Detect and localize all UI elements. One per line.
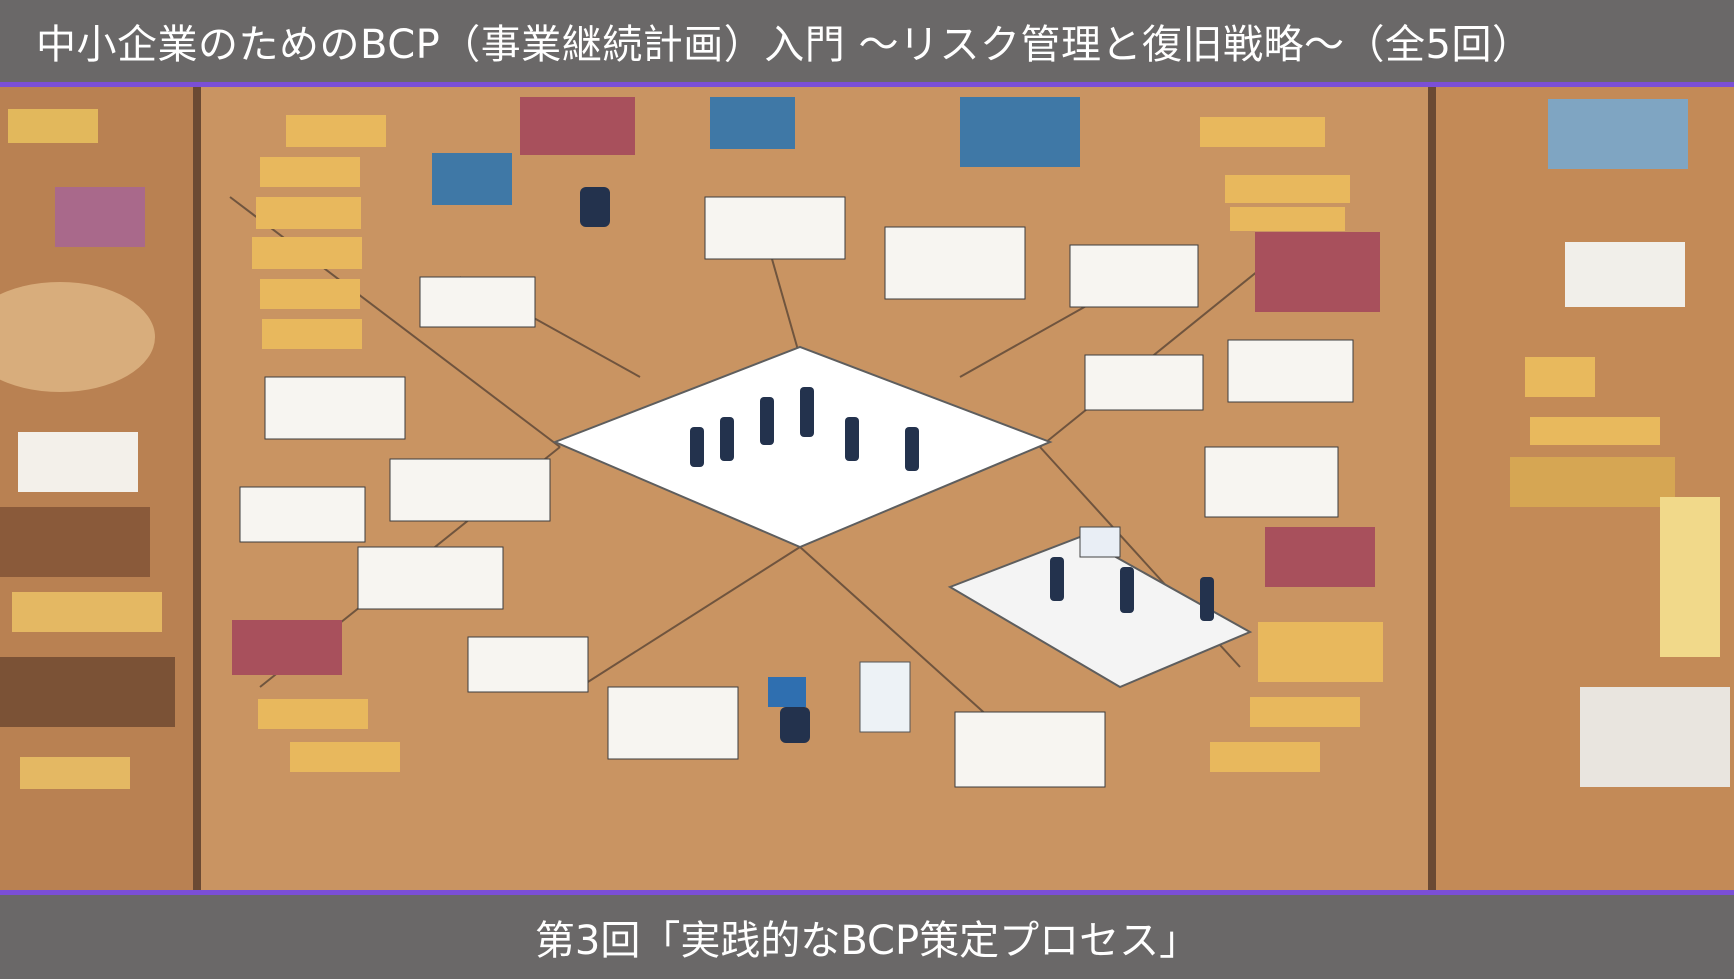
bcp-process-illustration (0, 87, 1734, 890)
header-bar: 中小企業のためのBCP（事業継続計画）入門 ～リスク管理と復旧戦略～（全5回） (0, 0, 1734, 87)
footer-bar: 第3回「実践的なBCP策定プロセス」 (0, 890, 1734, 979)
page-title: 中小企業のためのBCP（事業継続計画）入門 ～リスク管理と復旧戦略～（全5回） (36, 22, 1533, 68)
episode-subtitle: 第3回「実践的なBCP策定プロセス」 (534, 918, 1200, 964)
